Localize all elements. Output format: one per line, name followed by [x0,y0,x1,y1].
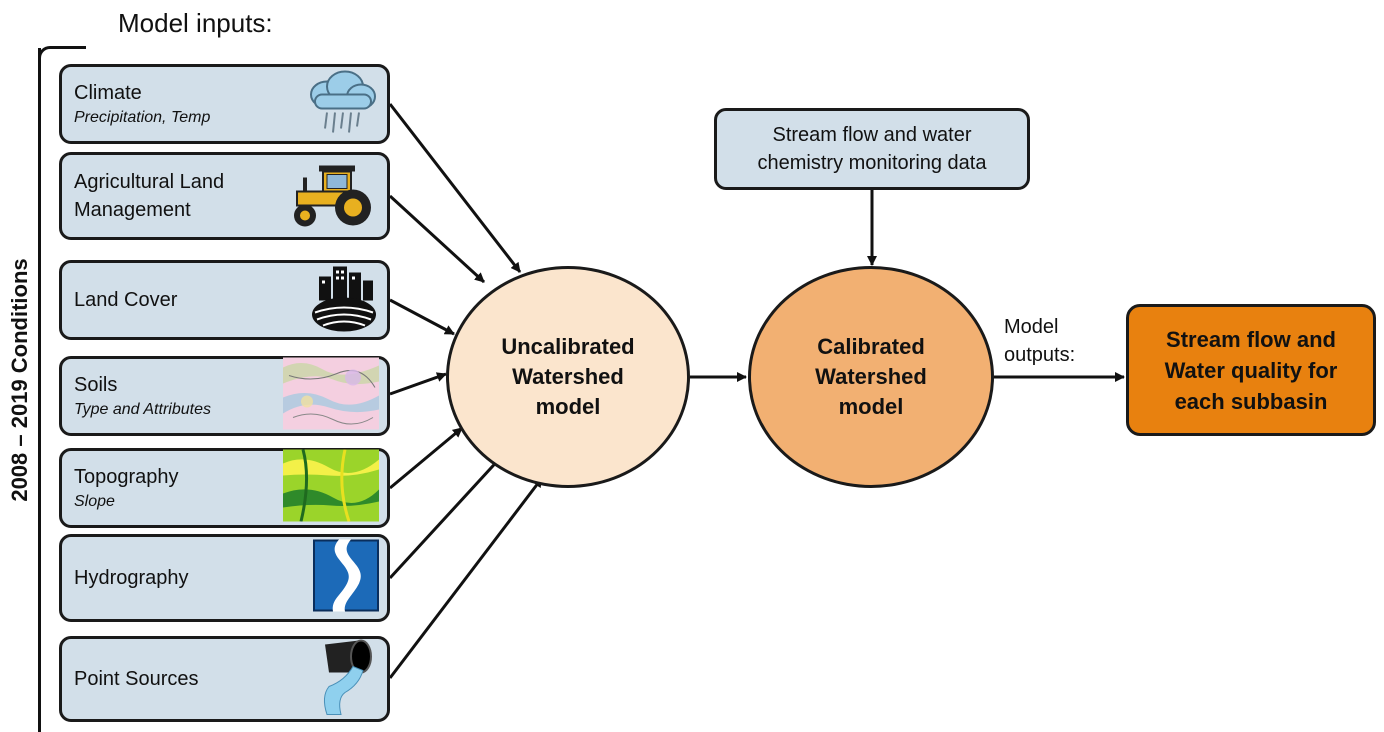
arrow-landcover [389,298,455,336]
river-icon [313,539,379,617]
input-box-2: Agricultural Land Management [59,152,390,240]
uncalibrated-model-node: Uncalibrated Watershed model [446,266,690,488]
result-node: Stream flow and Water quality for each s… [1126,304,1376,436]
model-inputs-title: Model inputs: [118,8,273,38]
input-label: Agricultural Land Management [74,171,225,221]
input-box-6: Hydrography [59,534,390,622]
input-sublabel: Type and Attributes [74,401,211,418]
conditions-label: 2008 – 2019 Conditions [7,258,32,502]
calibrated-model-node: Calibrated Watershed model [748,266,994,488]
discharge-pipe-icon [315,637,379,722]
model-outputs-label: Model outputs: [1004,316,1076,366]
input-box-7: Point Sources [59,636,390,722]
input-sublabel: Slope [74,493,115,510]
input-sublabel: Precipitation, Temp [74,109,211,126]
arrow-agricultural [388,194,486,284]
input-label: Point Sources [74,668,199,690]
input-label: Soils [74,374,118,396]
input-label: Topography [74,466,179,488]
input-label: Hydrography [74,567,189,589]
input-label: Land Cover [74,289,178,311]
bracket-top [38,46,86,58]
soil-map-icon [283,357,379,435]
arrow-topography [389,426,463,490]
arrow-soils [389,372,447,396]
arrow-hydrography [388,454,504,580]
tractor-icon [283,158,379,235]
monitoring-data-node: Stream flow and water chemistry monitori… [714,108,1030,190]
input-box-3: Land Cover [59,260,390,340]
arrow-pointsources [388,477,544,679]
rain-cloud-icon [305,67,379,142]
slope-map-icon [283,449,379,527]
arrow-climate [388,103,522,273]
input-label: Climate [74,82,142,104]
conditions-bracket [38,48,41,732]
city-farmland-icon [309,263,379,338]
